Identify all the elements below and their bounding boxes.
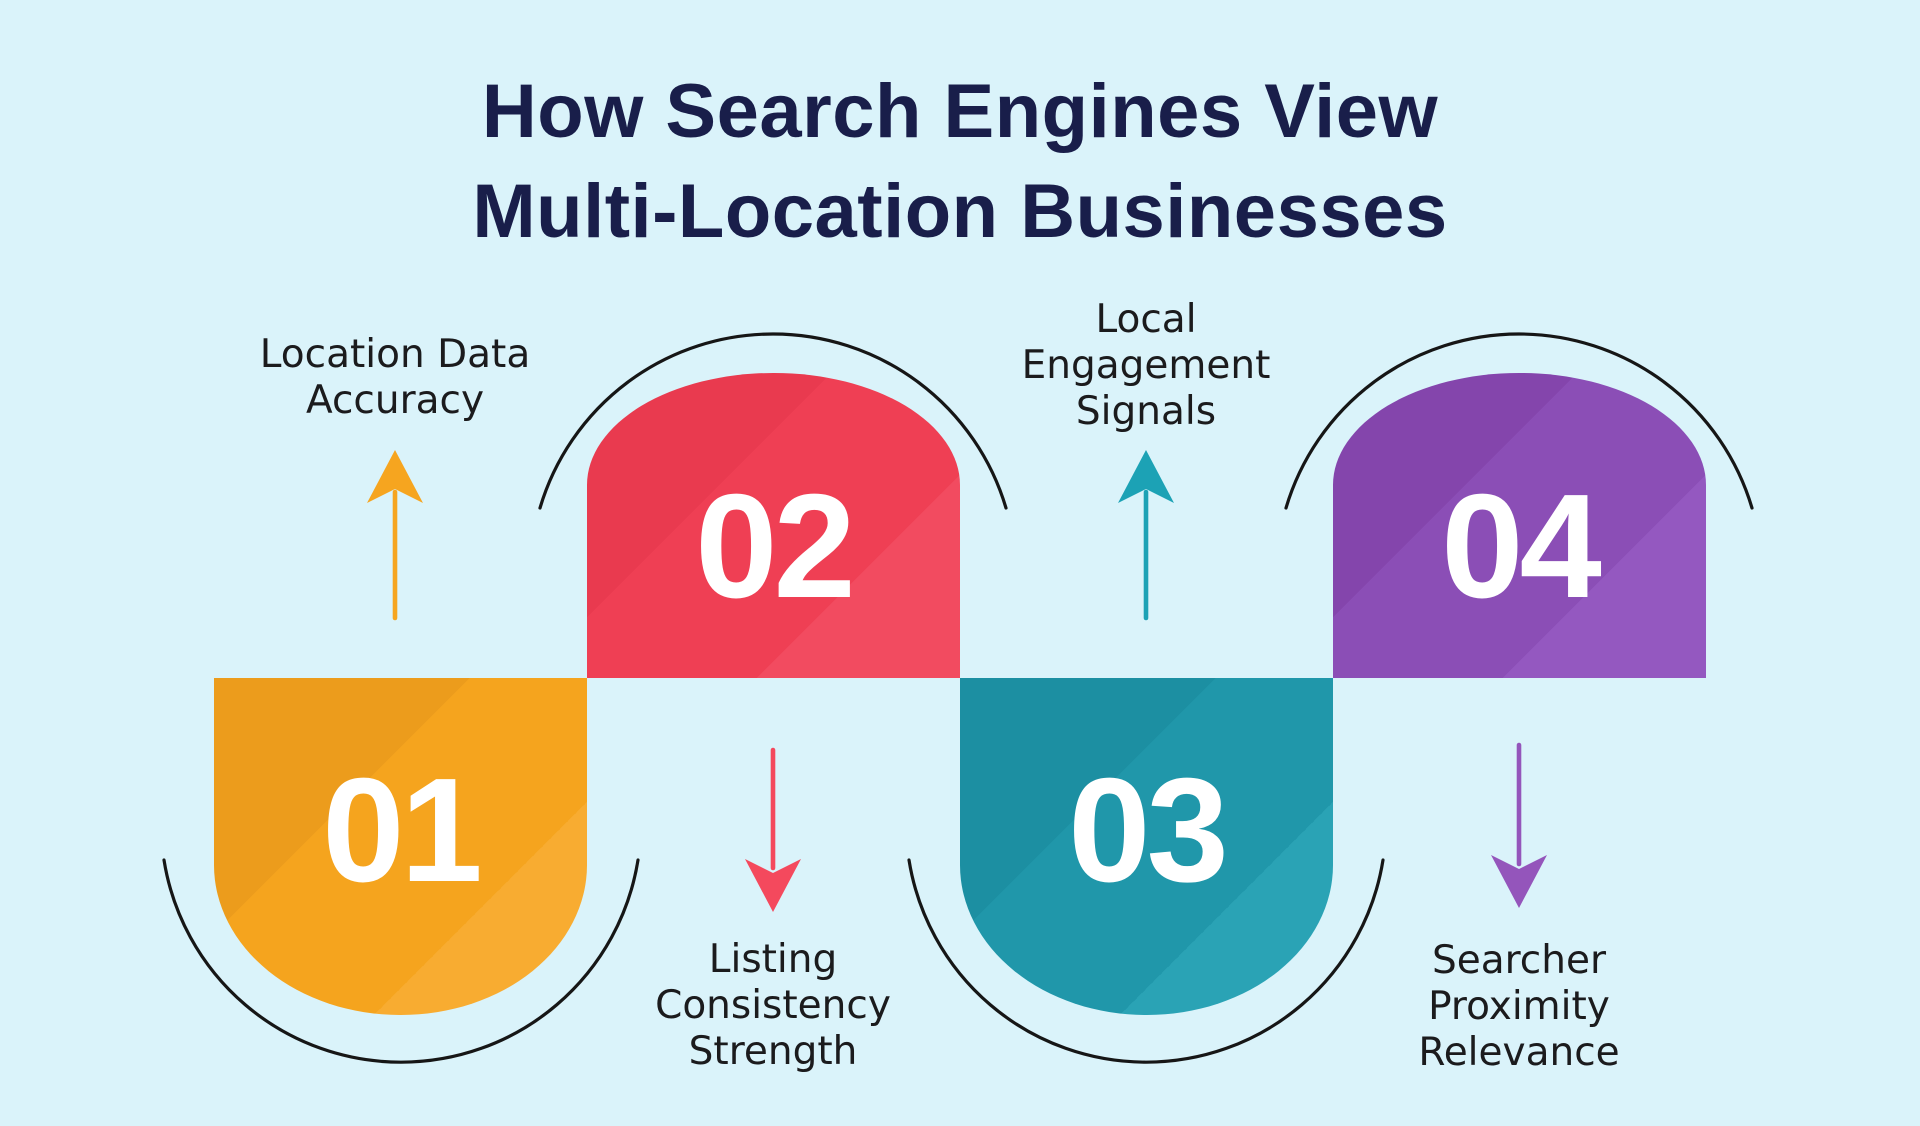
step-label-01: Location Data Accuracy (260, 332, 530, 424)
page-title: How Search Engines View Multi-Location B… (0, 62, 1920, 262)
step-label-02-line-3: Strength (688, 1029, 858, 1074)
step-number-02: 02 (695, 464, 856, 629)
page-title-line-2: Multi-Location Businesses (472, 169, 1448, 254)
step-label-03-line-3: Signals (1075, 389, 1217, 434)
up-arrow-icon-step-03 (1118, 450, 1174, 621)
page-title-line-1: How Search Engines View (481, 69, 1439, 154)
step-number-03: 03 (1068, 748, 1229, 913)
step-block-01: 01 (214, 678, 587, 1015)
step-label-03: Local Engagement Signals (1022, 297, 1271, 435)
step-label-04-line-3: Relevance (1418, 1030, 1620, 1075)
down-arrow-icon-step-02 (745, 747, 801, 912)
step-number-04: 04 (1441, 464, 1602, 629)
step-block-03: 03 (960, 678, 1333, 1015)
step-block-04: 04 (1333, 373, 1706, 678)
step-label-01-line-2: Accuracy (305, 378, 485, 423)
arc-below-step-03 (907, 858, 1385, 1064)
step-number-01: 01 (322, 748, 483, 913)
step-label-02-line-1: Listing (708, 937, 838, 982)
down-arrow-icon-step-04 (1491, 742, 1547, 908)
step-label-02: Listing Consistency Strength (655, 937, 891, 1075)
step-label-01-line-1: Location Data (259, 332, 531, 377)
arc-above-step-02 (538, 332, 1008, 510)
step-label-03-line-2: Engagement (1021, 343, 1271, 388)
arc-above-step-04 (1284, 332, 1754, 510)
step-label-04: Searcher Proximity Relevance (1418, 938, 1619, 1076)
step-label-02-line-2: Consistency (655, 983, 891, 1028)
step-label-04-line-1: Searcher (1431, 938, 1606, 983)
arc-below-step-01 (162, 858, 640, 1064)
step-label-03-line-1: Local (1095, 297, 1197, 342)
step-block-02: 02 (587, 373, 960, 678)
step-label-04-line-2: Proximity (1428, 984, 1610, 1029)
up-arrow-icon-step-01 (367, 450, 423, 621)
